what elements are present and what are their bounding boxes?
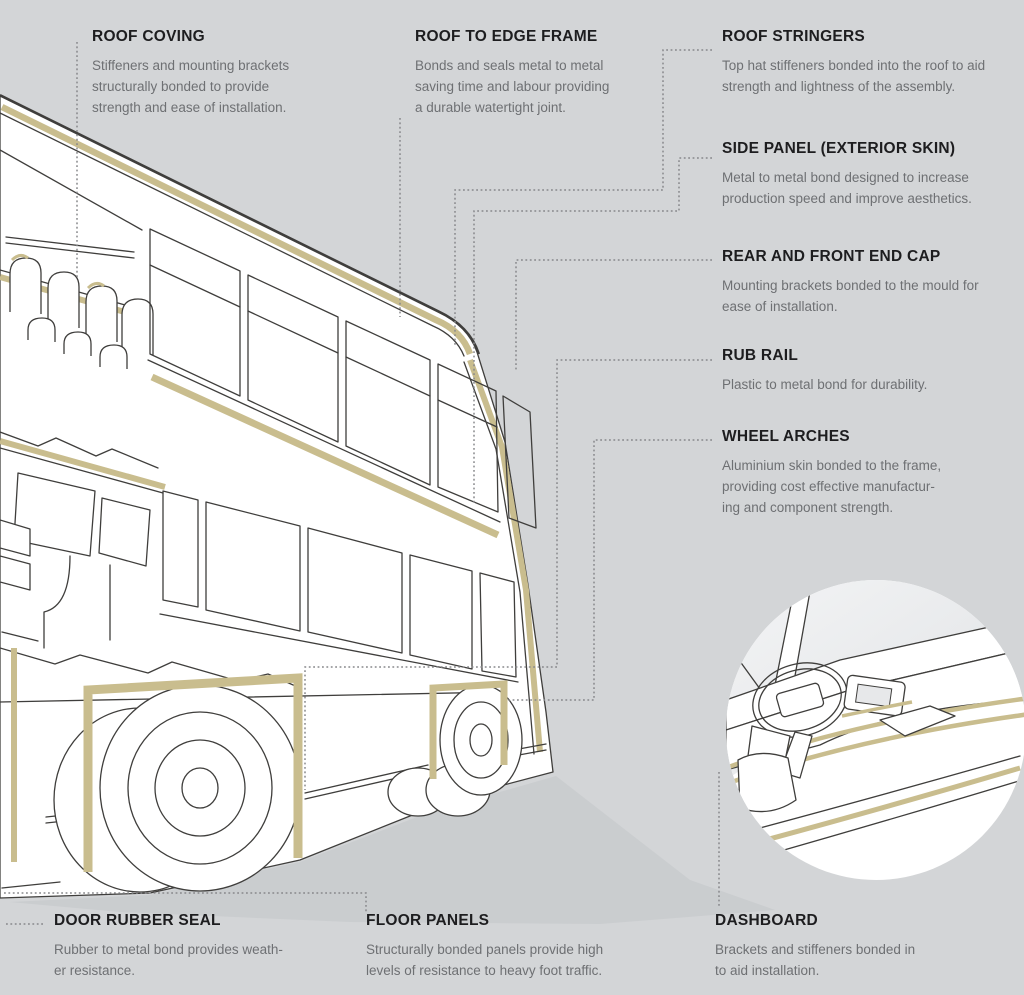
upper-deck-windows [147,228,537,539]
callout-door-rubber-seal: DOOR RUBBER SEAL Rubber to metal bond pr… [54,912,344,981]
callout-title: ROOF TO EDGE FRAME [415,28,598,45]
rear-wheel-arch-accent [429,680,508,779]
leader-rub-rail [304,359,712,790]
front-wheel-arch-accent [83,673,303,872]
callout-body: Metal to metal bond designed to increase… [722,170,972,206]
callout-side-panel: SIDE PANEL (EXTERIOR SKIN) Metal to meta… [722,140,1024,209]
callout-title: FLOOR PANELS [366,912,490,929]
callout-title: DOOR RUBBER SEAL [54,912,221,929]
callout-roof-stringers: ROOF STRINGERS Top hat stiffeners bonded… [722,28,1022,97]
callout-rub-rail: RUB RAIL Plastic to metal bond for durab… [722,347,1024,395]
callout-body: Top hat stiffeners bonded into the roof … [722,58,986,94]
leader-side-panel [473,157,712,505]
leader-rear-front-end-cap [515,259,712,372]
callout-title: REAR AND FRONT END CAP [722,248,941,265]
callout-body: Rubber to metal bond provides weath-er r… [54,942,283,978]
callout-title: SIDE PANEL (EXTERIOR SKIN) [722,140,956,157]
rear-wheel [387,680,523,817]
callout-body: Plastic to metal bond for durability. [722,377,928,392]
callout-title: ROOF COVING [92,28,205,45]
callout-title: WHEEL ARCHES [722,428,850,445]
between-decks-cutaway [0,431,166,649]
dashboard-inset-circle [726,580,1024,880]
leader-wheel-arches [506,439,712,701]
callout-wheel-arches: WHEEL ARCHES Aluminium skin bonded to th… [722,428,1012,518]
callout-body: Aluminium skin bonded to the frame,provi… [722,458,942,515]
front-wheel [53,673,303,893]
callout-roof-to-edge-frame: ROOF TO EDGE FRAME Bonds and seals metal… [415,28,665,118]
callout-dashboard: DASHBOARD Brackets and stiffeners bonded… [715,912,1005,981]
leader-lines [4,42,720,925]
callout-rear-front-end-cap: REAR AND FRONT END CAP Mounting brackets… [722,248,1024,317]
callout-title: DASHBOARD [715,912,818,929]
callout-title: RUB RAIL [722,347,799,364]
leader-floor-panels [4,892,367,912]
callout-floor-panels: FLOOR PANELS Structurally bonded panels … [366,912,666,981]
callout-body: Mounting brackets bonded to the mould fo… [722,278,979,314]
callout-roof-coving: ROOF COVING Stiffeners and mounting brac… [92,28,342,118]
callout-title: ROOF STRINGERS [722,28,866,45]
lower-deck-windows [159,490,519,683]
upper-deck-seats [9,253,154,369]
